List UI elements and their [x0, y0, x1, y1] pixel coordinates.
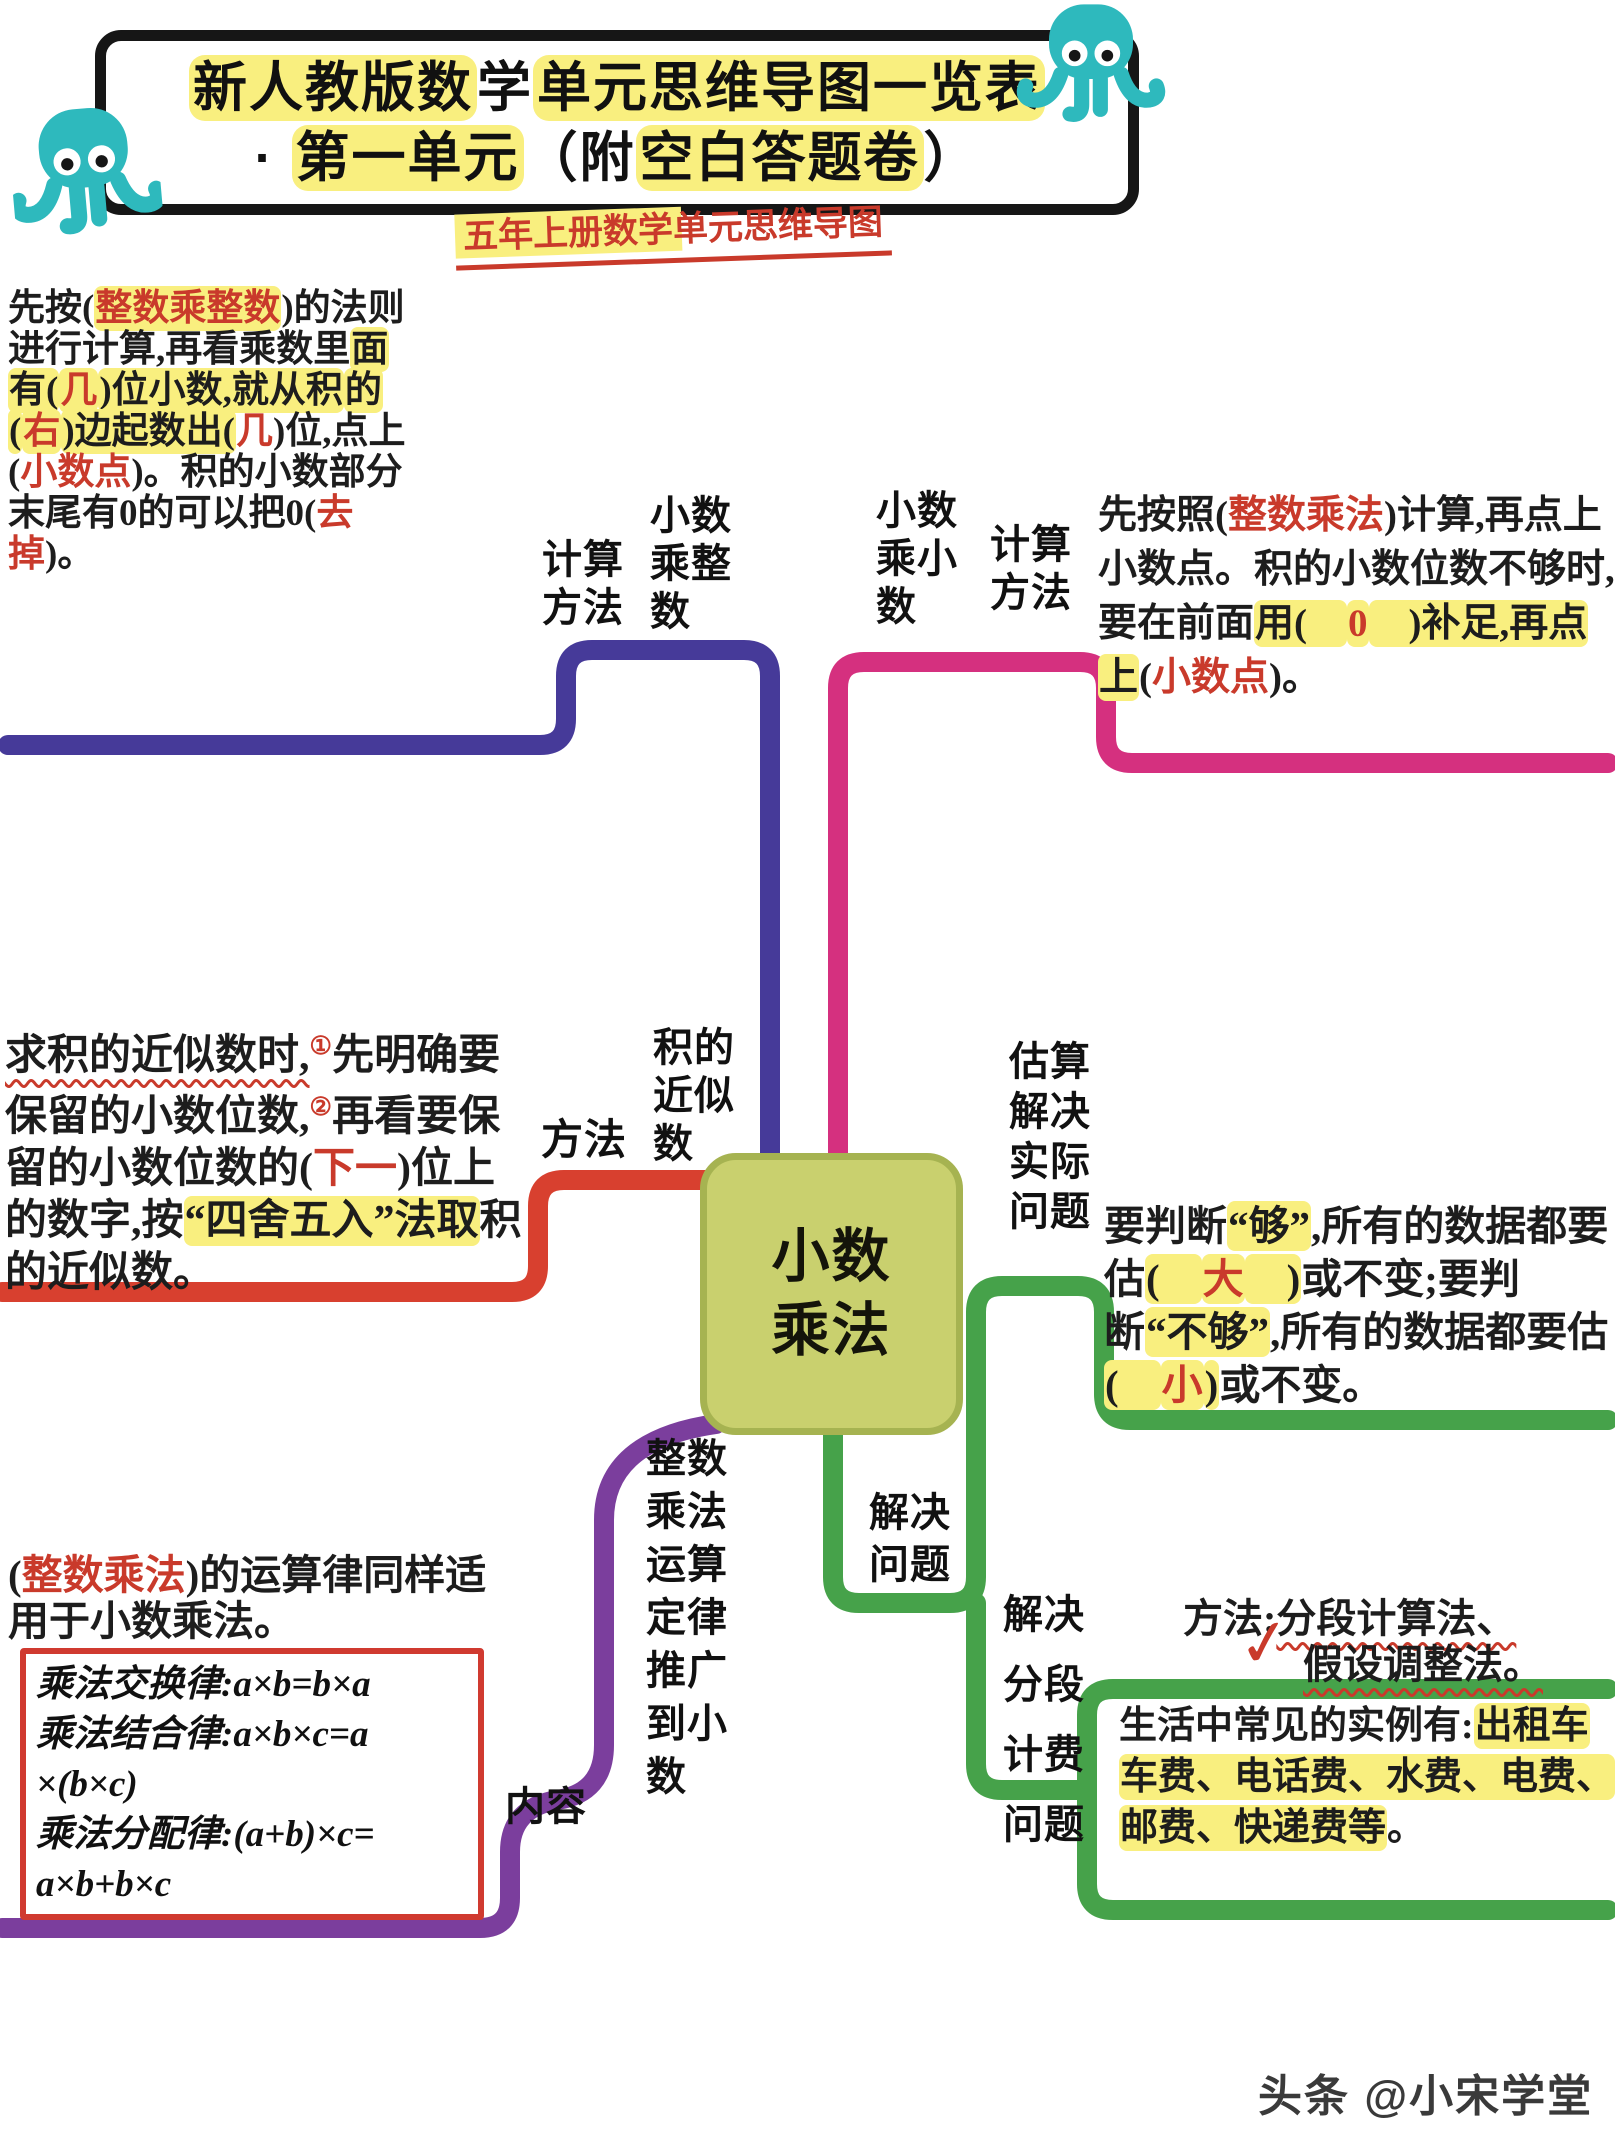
page-title-line1: 新人教版数学单元思维导图一览表 — [189, 53, 1045, 123]
note-estimation: 要判断“够”,所有的数据都要估( 大 )或不变;要判断“不够”,所有的数据都要估… — [1104, 1201, 1609, 1410]
topic-laws: 整数乘法运算定律推广到小数 — [646, 1436, 728, 1799]
branch-line-examples-bracket — [1077, 1679, 1615, 1920]
label-calc-method-a: 计算方法 — [542, 537, 624, 630]
topic-segment-fee: 解决分段计费问题 — [1003, 1592, 1085, 1847]
note-laws-intro: (整数乘法)的运算律同样适用于小数乘法。 — [8, 1552, 487, 1644]
page-title-line2: · 第一单元（附空白答题卷） — [255, 123, 980, 193]
page-title: 新人教版数学单元思维导图一览表 · 第一单元（附空白答题卷） — [95, 30, 1139, 215]
octopus-icon — [9, 107, 167, 235]
branch-line-decimal-x-decimal — [828, 652, 1615, 1190]
central-node: 小数乘法 — [700, 1153, 963, 1435]
note-rounding: 求积的近似数时,①先明确要保留的小数位数,②再看要保留的小数位数的(下一)位上的… — [5, 1033, 522, 1296]
label-method: 方法 — [541, 1118, 628, 1164]
branch-line-laws — [0, 1414, 726, 1938]
note-decimal-x-integer: 先按(整数乘整数)的法则进行计算,再看乘数里面有(几)位小数,就从积的(右)边起… — [8, 286, 406, 575]
note-life-examples: 生活中常见的实例有:出租车车费、电话费、水费、电费、邮费、快递费等。 — [1119, 1703, 1615, 1851]
branch-line-segment-fee — [966, 1593, 1097, 1800]
note-segment-methods: 方法:分段计算法、 假设调整法。 — [1183, 1596, 1543, 1687]
note-decimal-x-decimal: 先按照(整数乘法)计算,再点上小数点。积的小数位数不够时,要在前面用( 0 )补… — [1098, 494, 1615, 701]
topic-decimal-x-decimal: 小数乘小数 — [876, 488, 958, 629]
topic-decimal-x-integer: 小数乘整数 — [650, 493, 732, 634]
topic-problem-solving: 解决问题 — [869, 1490, 951, 1587]
central-node-label: 小数乘法 — [771, 1224, 892, 1363]
branch-line-decimal-x-integer — [0, 640, 780, 1190]
label-content: 内容 — [505, 1784, 587, 1829]
topic-estimation-problems: 估算解决实际问题 — [1009, 1039, 1091, 1234]
check-mark-icon: ✓ — [1233, 1603, 1297, 1683]
topic-rounding: 积的近似数 — [653, 1025, 735, 1166]
branch-line-rounding — [0, 1170, 720, 1302]
label-calc-method-b: 计算方法 — [990, 522, 1072, 615]
octopus-icon — [1016, 4, 1166, 122]
watermark: 头条 @小宋学堂 — [1258, 2072, 1594, 2121]
